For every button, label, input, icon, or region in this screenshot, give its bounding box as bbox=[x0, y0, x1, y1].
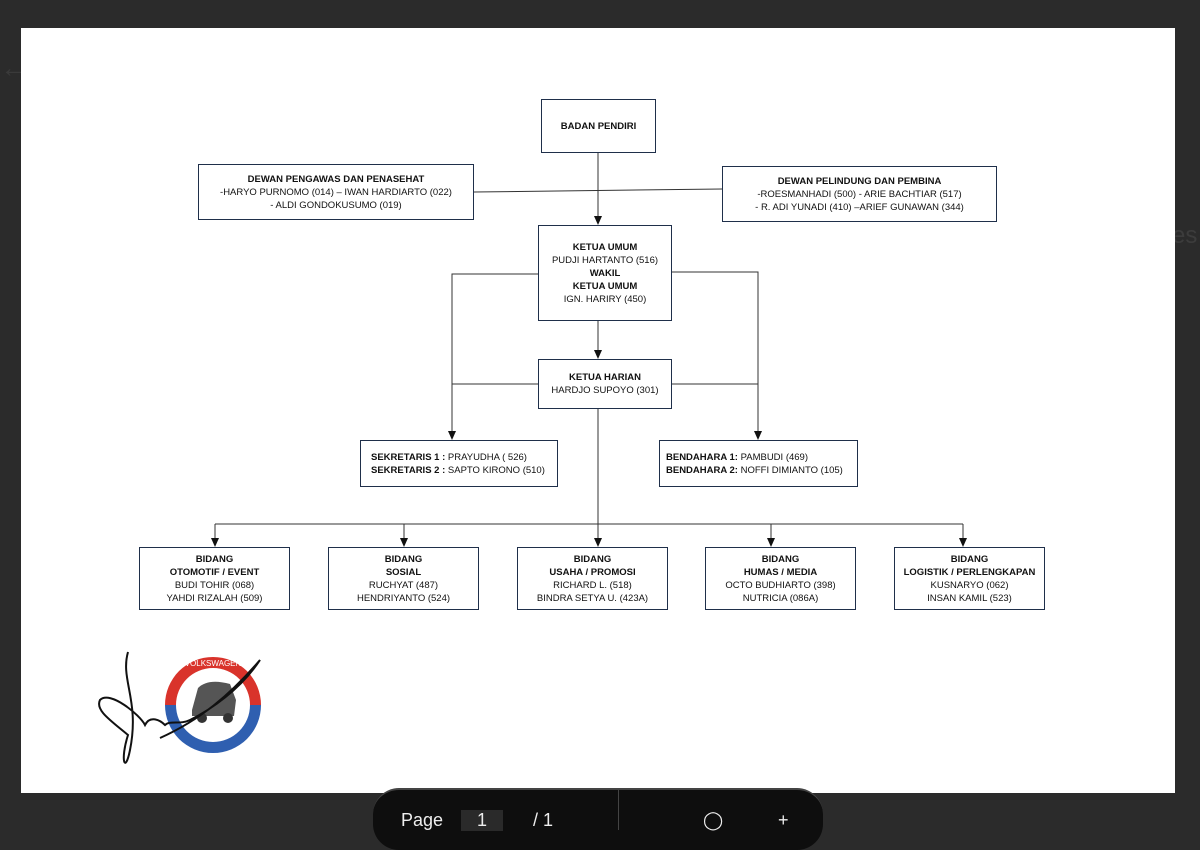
bidang-title: BIDANG bbox=[573, 553, 612, 565]
dewan-pelindung-box: DEWAN PELINDUNG DAN PEMBINA -ROESMANHADI… bbox=[722, 166, 997, 222]
toolbar-divider bbox=[618, 790, 619, 830]
bidang-member: KUSNARYO (062) bbox=[930, 579, 1009, 591]
bendahara-2-label: BENDAHARA 2: bbox=[666, 464, 738, 476]
badan-pendiri-title: BADAN PENDIRI bbox=[560, 120, 637, 132]
bidang-member: RICHARD L. (518) bbox=[553, 579, 632, 591]
ketua-umum-name: PUDJI HARTANTO (516) bbox=[551, 254, 659, 266]
bidang-title: BIDANG bbox=[950, 553, 989, 565]
bidang-member: NUTRICIA (086A) bbox=[742, 592, 819, 604]
sekretaris-2-name: SAPTO KIRONO (510) bbox=[445, 464, 545, 476]
bidang-title: BIDANG bbox=[384, 553, 423, 565]
ketua-umum-title: KETUA UMUM bbox=[572, 241, 638, 253]
dewan-pengawas-title: DEWAN PENGAWAS DAN PENASEHAT bbox=[247, 173, 425, 185]
sekretaris-2: SEKRETARIS 2 : SAPTO KIRONO (510) bbox=[371, 464, 557, 477]
bendahara-1: BENDAHARA 1: PAMBUDI (469) bbox=[666, 451, 857, 464]
sekretaris-1-label: SEKRETARIS 1 : bbox=[371, 451, 446, 463]
bidang-subtitle: LOGISTIK / PERLENGKAPAN bbox=[903, 566, 1036, 578]
bidang-subtitle: HUMAS / MEDIA bbox=[743, 566, 818, 578]
dewan-pengawas-line1: -HARYO PURNOMO (014) – IWAN HARDIARTO (0… bbox=[220, 186, 452, 198]
dewan-pengawas-line2: - ALDI GONDOKUSUMO (019) bbox=[270, 199, 402, 211]
bidang-member: INSAN KAMIL (523) bbox=[927, 592, 1012, 604]
wakil-title-2: KETUA UMUM bbox=[572, 280, 638, 292]
page-number-input[interactable]: 1 bbox=[461, 810, 504, 831]
bendahara-2: BENDAHARA 2: NOFFI DIMIANTO (105) bbox=[666, 464, 857, 477]
badan-pendiri-box: BADAN PENDIRI bbox=[541, 99, 656, 153]
svg-text:VAN CLUB: VAN CLUB bbox=[196, 733, 231, 740]
page-toolbar: Page 1 / 1 ◯ + bbox=[373, 788, 823, 850]
bidang-member: BINDRA SETYA U. (423A) bbox=[536, 592, 649, 604]
zoom-in-icon[interactable]: + bbox=[778, 810, 789, 830]
logo-signature: VOLKSWAGEN VAN CLUB bbox=[98, 651, 261, 764]
background-text: es bbox=[1172, 222, 1198, 249]
bidang-title: BIDANG bbox=[195, 553, 234, 565]
bidang-member: HENDRIYANTO (524) bbox=[356, 592, 451, 604]
page-total: / 1 bbox=[533, 810, 554, 830]
bidang-subtitle: OTOMOTIF / EVENT bbox=[169, 566, 260, 578]
bendahara-2-name: NOFFI DIMIANTO (105) bbox=[737, 464, 843, 476]
bendahara-box: BENDAHARA 1: PAMBUDI (469) BENDAHARA 2: … bbox=[659, 440, 858, 487]
dewan-pelindung-title: DEWAN PELINDUNG DAN PEMBINA bbox=[777, 175, 942, 187]
dewan-pelindung-line2: - R. ADI YUNADI (410) –ARIEF GUNAWAN (34… bbox=[755, 201, 964, 213]
ketua-umum-box: KETUA UMUM PUDJI HARTANTO (516) WAKIL KE… bbox=[538, 225, 672, 321]
sekretaris-1: SEKRETARIS 1 : PRAYUDHA ( 526) bbox=[371, 451, 557, 464]
dewan-pengawas-box: DEWAN PENGAWAS DAN PENASEHAT -HARYO PURN… bbox=[198, 164, 474, 220]
bendahara-1-label: BENDAHARA 1: bbox=[666, 451, 738, 463]
bidang-member: OCTO BUDHIARTO (398) bbox=[725, 579, 836, 591]
bidang-title: BIDANG bbox=[761, 553, 800, 565]
wakil-name: IGN. HARIRY (450) bbox=[563, 293, 647, 305]
bidang-member: BUDI TOHIR (068) bbox=[174, 579, 255, 591]
ketua-harian-name: HARDJO SUPOYO (301) bbox=[551, 385, 659, 396]
ketua-harian-title: KETUA HARIAN bbox=[569, 372, 641, 383]
wakil-title: WAKIL bbox=[589, 267, 621, 279]
signature bbox=[98, 651, 261, 764]
zoom-out-icon[interactable]: ◯ bbox=[703, 810, 724, 830]
bidang-subtitle: USAHA / PROMOSI bbox=[549, 566, 636, 578]
bidang-member: RUCHYAT (487) bbox=[368, 579, 439, 591]
bidang-subtitle: SOSIAL bbox=[385, 566, 422, 578]
bidang-member: YAHDI RIZALAH (509) bbox=[166, 592, 263, 604]
sekretaris-box: SEKRETARIS 1 : PRAYUDHA ( 526) SEKRETARI… bbox=[360, 440, 558, 487]
page-label: Page bbox=[401, 810, 444, 830]
sekretaris-1-name: PRAYUDHA ( 526) bbox=[445, 451, 527, 463]
dewan-pelindung-line1: -ROESMANHADI (500) - ARIE BACHTIAR (517) bbox=[757, 188, 962, 200]
sekretaris-2-label: SEKRETARIS 2 : bbox=[371, 464, 446, 476]
ketua-harian-box: KETUA HARIAN HARDJO SUPOYO (301) bbox=[538, 359, 672, 409]
bendahara-1-name: PAMBUDI (469) bbox=[737, 451, 809, 463]
svg-text:VOLKSWAGEN: VOLKSWAGEN bbox=[185, 659, 242, 668]
connector-lines bbox=[211, 153, 967, 547]
